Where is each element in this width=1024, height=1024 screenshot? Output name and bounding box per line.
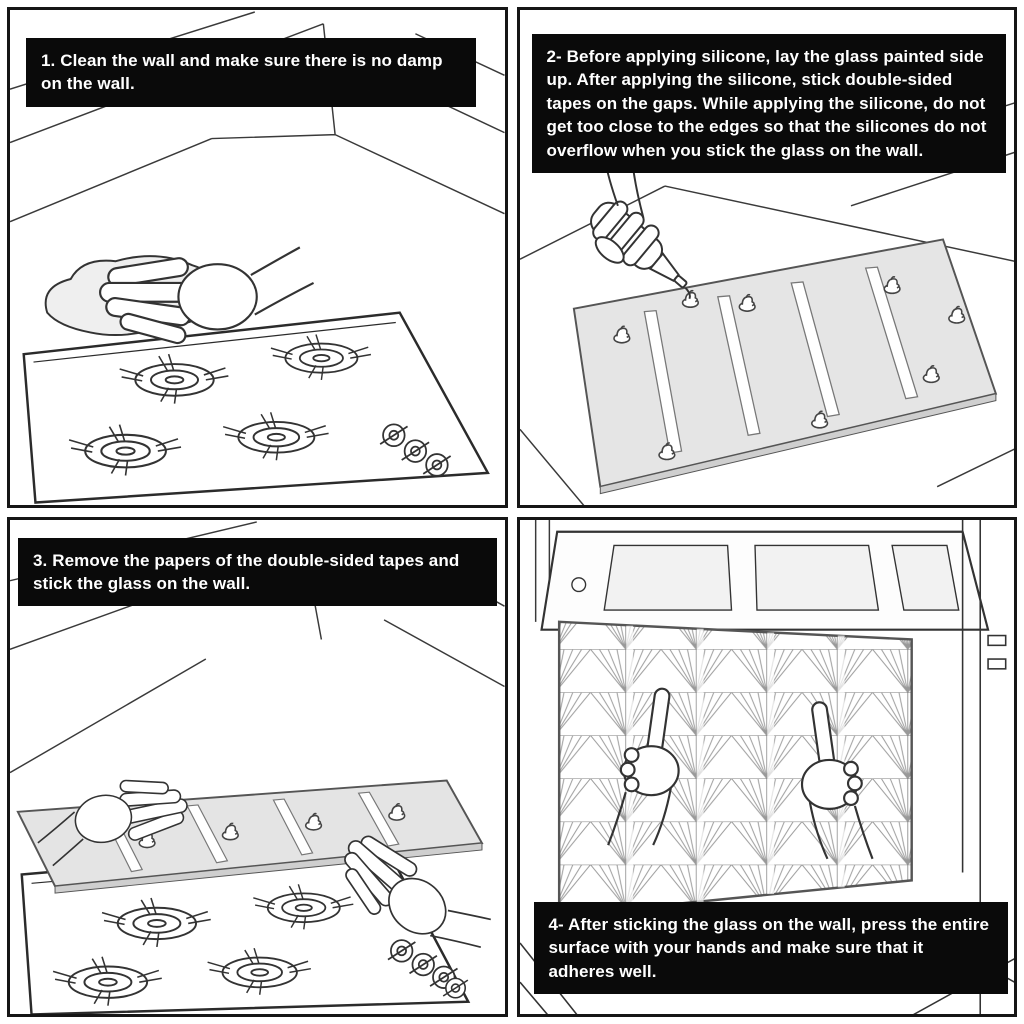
panel-step-3: 3. Remove the papers of the double-sided… bbox=[7, 516, 508, 1017]
hood-filter bbox=[602, 544, 732, 611]
hood-filter bbox=[753, 544, 879, 611]
tape-strip bbox=[272, 797, 314, 856]
glass-panel bbox=[572, 238, 997, 495]
step3-illustration bbox=[10, 520, 505, 1014]
tape-strip bbox=[864, 266, 918, 400]
range-hood bbox=[539, 530, 989, 631]
step4-caption: 4- After sticking the glass on the wall,… bbox=[533, 901, 1008, 994]
panel-step-1: 1. Clean the wall and make sure there is… bbox=[7, 7, 508, 508]
silicone-bottle bbox=[589, 200, 687, 289]
step3-caption: 3. Remove the papers of the double-sided… bbox=[18, 537, 497, 607]
step2-illustration bbox=[519, 102, 1014, 505]
tape-strip bbox=[716, 295, 761, 437]
pressing-hand-right bbox=[800, 700, 874, 859]
cooktop bbox=[22, 311, 490, 504]
double-sided-tapes bbox=[101, 791, 400, 872]
step1-illustration bbox=[10, 11, 505, 504]
silicone-bottle-hand bbox=[589, 156, 691, 300]
tape-strip bbox=[357, 791, 400, 847]
tape-strip bbox=[789, 281, 840, 418]
step2-caption: 2- Before applying silicone, lay the gla… bbox=[531, 34, 1006, 174]
hood-filter bbox=[890, 544, 960, 611]
tape-strip bbox=[643, 309, 682, 454]
tape-strip bbox=[186, 803, 229, 863]
double-sided-tapes bbox=[643, 266, 918, 454]
step4-illustration bbox=[519, 519, 1014, 1014]
patterned-glass bbox=[557, 620, 913, 917]
panel-step-4: 4- After sticking the glass on the wall,… bbox=[516, 516, 1017, 1017]
panel-step-2: 2- Before applying silicone, lay the gla… bbox=[516, 7, 1017, 508]
step1-caption: 1. Clean the wall and make sure there is… bbox=[26, 38, 476, 107]
hood-light-icon bbox=[570, 576, 586, 592]
pressing-hand-left bbox=[606, 687, 680, 846]
